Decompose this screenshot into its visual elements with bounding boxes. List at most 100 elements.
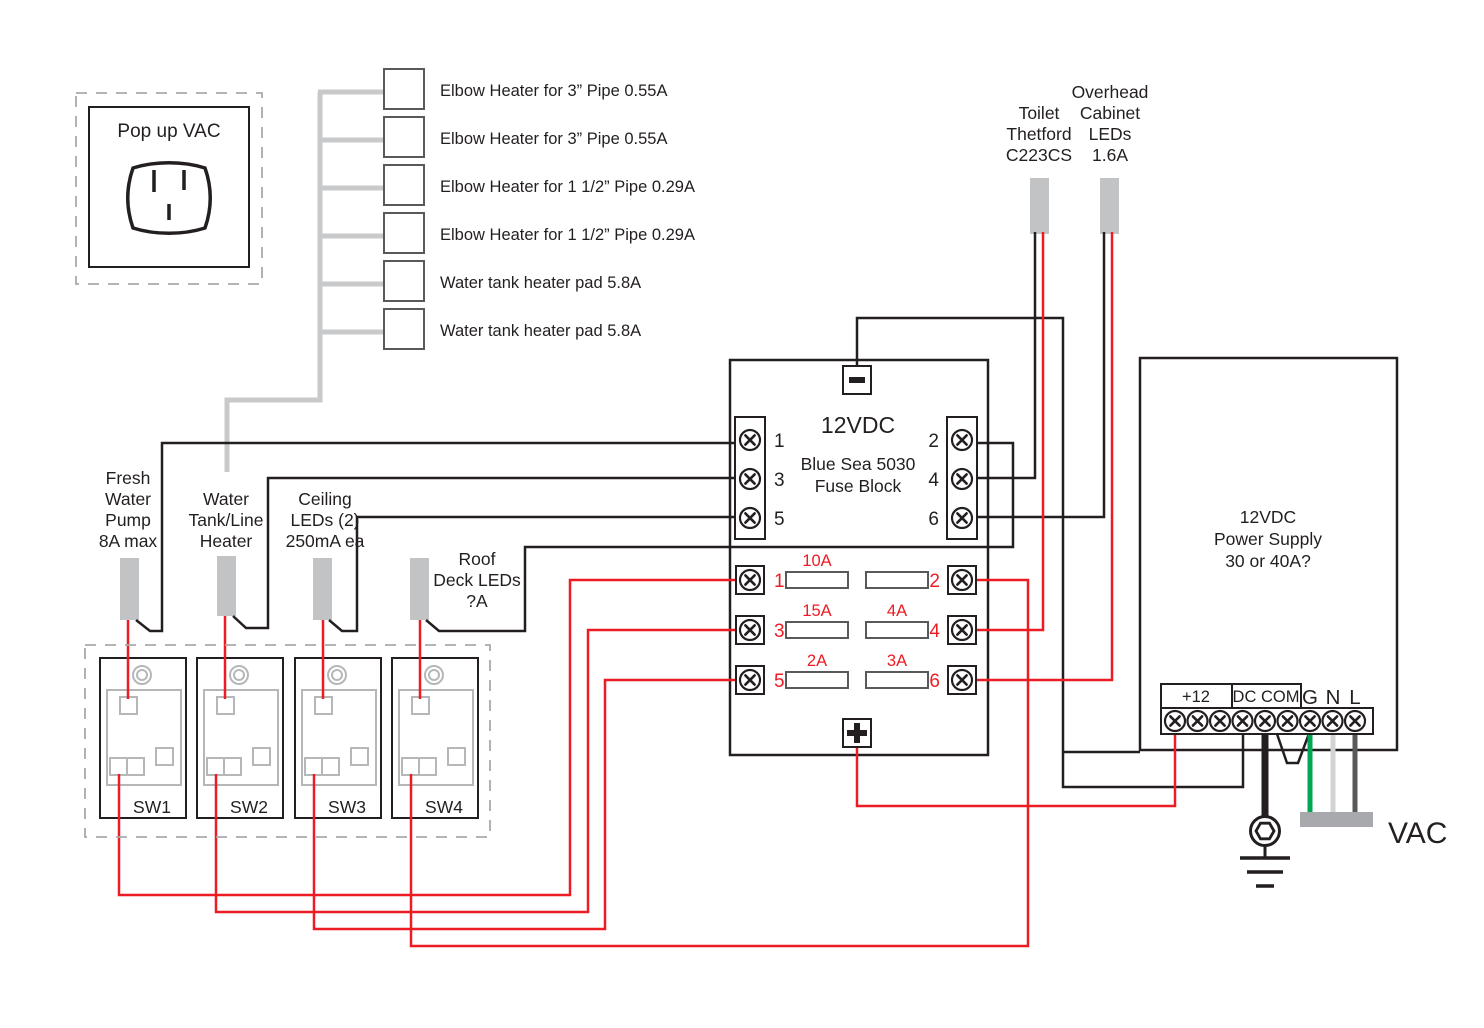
neg-terminal-1-label: 1: [774, 431, 785, 452]
wire-overhead-positive: [972, 232, 1114, 682]
wire-bonding-jumper: [1274, 730, 1312, 765]
neg-terminal-4-label: 4: [928, 470, 939, 491]
sw2-bottom-terminal-b: [223, 757, 242, 776]
switch-panel-group: SW1 SW2 SW3: [99, 657, 479, 819]
ground-icon: [1240, 845, 1290, 888]
heater-label-2: Elbow Heater for 3” Pipe 0.55A: [440, 130, 667, 148]
supply-output-wires: VAC: [1240, 730, 1447, 888]
screw-terminal-icon: [1208, 709, 1232, 733]
heater-label-3: Elbow Heater for 1 1/2” Pipe 0.29A: [440, 178, 695, 196]
ceiling-label-2: LEDs (2): [290, 510, 359, 530]
screw-terminal-icon: [1163, 709, 1187, 733]
sw2-indicator-icon: [229, 665, 249, 685]
wire-sw3-to-fuse5: [312, 678, 740, 931]
fuse-block-title: 12VDC: [821, 412, 895, 438]
heater-label-4: Elbow Heater for 1 1/2” Pipe 0.29A: [440, 226, 695, 244]
wire-sw4-to-fuse2: [409, 578, 1030, 948]
pump-label-4: 8A max: [99, 531, 158, 551]
sw3-bottom-terminal-b: [321, 757, 340, 776]
sw4-box: [391, 657, 479, 819]
water-heater-label-3: Heater: [200, 531, 253, 551]
popup-vac-group: Pop up VAC: [75, 92, 263, 285]
fuse-block-group: 12VDC Blue Sea 5030 Fuse Block: [728, 358, 990, 757]
water-heater-label-2: Tank/Line: [189, 510, 264, 530]
pump-label-3: Pump: [105, 510, 151, 530]
fuse-1: [785, 571, 849, 589]
screw-terminal-icon: [738, 428, 762, 452]
pos-terminal-1-label: 1: [774, 571, 785, 592]
sw4-indicator-inner-icon: [428, 669, 440, 681]
wire-toilet-negative: [972, 232, 1037, 480]
fuse-1-rating: 10A: [802, 552, 831, 570]
sw3-label: SW3: [328, 797, 366, 817]
screw-terminal-icon: [738, 467, 762, 491]
wire-sw1-to-fuse1: [117, 578, 740, 897]
sw4-inner-frame: [398, 689, 474, 786]
sw2-side-terminal: [252, 747, 271, 766]
screw-terminal-icon: [1343, 709, 1367, 733]
sw1-inner-frame: [106, 689, 182, 786]
screw-terminal-icon: [950, 568, 974, 592]
plus-icon: [847, 723, 867, 743]
screw-terminal-icon: [738, 506, 762, 530]
power-supply-terminal-strip: +12 DC COM G N L: [1160, 683, 1374, 735]
fuse-2: [865, 571, 929, 589]
heater-box-3: [383, 164, 425, 206]
wire-toilet-positive: [972, 232, 1045, 632]
sw2-indicator-inner-icon: [233, 669, 245, 681]
overhead-label-1: Overhead: [1072, 82, 1149, 102]
overhead-label-2: Cabinet: [1080, 103, 1140, 123]
screw-terminal-icon: [1321, 709, 1344, 733]
fuse-4-rating: 4A: [887, 602, 907, 620]
l-terminal-label: L: [1349, 686, 1360, 709]
roof-label-2: Deck LEDs: [433, 570, 521, 590]
g-terminal-label: G: [1302, 686, 1318, 709]
sw2-box: [196, 657, 284, 819]
roof-connector: [410, 558, 429, 620]
popup-vac-dashed-box: [75, 92, 263, 285]
wire-water-heater-negative: [232, 476, 740, 630]
ceiling-leds-load-group: Ceiling LEDs (2) 250mA ea: [286, 489, 365, 620]
sw1-side-terminal: [155, 747, 174, 766]
pos-terminal-4-label: 4: [929, 621, 940, 642]
screw-terminal-icon: [950, 506, 974, 530]
switch-sw3[interactable]: SW3: [294, 657, 382, 819]
screw-terminal-icon: [738, 568, 762, 592]
water-heater-connector: [217, 556, 236, 616]
n-terminal-label: N: [1326, 686, 1341, 709]
roof-label-1: Roof: [459, 549, 496, 569]
water-heater-load-group: Water Tank/Line Heater: [189, 489, 264, 616]
power-supply-label-1: 12VDC: [1240, 507, 1296, 527]
switch-sw2[interactable]: SW2: [196, 657, 284, 819]
outlet-icon: [126, 161, 212, 235]
heater-label-1: Elbow Heater for 3” Pipe 0.55A: [440, 82, 667, 100]
screw-terminal-icon: [1186, 709, 1209, 733]
switch-sw1[interactable]: SW1: [99, 657, 187, 819]
screw-terminal-icon: [950, 467, 974, 491]
dccom-label-box: [1231, 683, 1302, 709]
neg-terminal-5-label: 5: [774, 509, 785, 530]
pump-load-group: Fresh Water Pump 8A max: [99, 468, 158, 620]
pump-connector: [120, 558, 139, 620]
sw3-inner-frame: [301, 689, 377, 786]
sw2-label: SW2: [230, 797, 268, 817]
sw4-label: SW4: [425, 797, 463, 817]
fuse-block-box: [728, 358, 990, 757]
ceiling-label-3: 250mA ea: [286, 531, 365, 551]
pump-label-2: Water: [105, 489, 151, 509]
screw-terminal-icon: [1276, 709, 1299, 733]
fuse-3-rating: 15A: [802, 602, 831, 620]
dccom-label: DC COM: [1233, 688, 1300, 706]
overhead-label-3: LEDs: [1089, 124, 1132, 144]
wire-roof-negative: [425, 441, 1015, 633]
screw-terminal-icon: [1298, 709, 1322, 733]
screw-terminal-icon: [950, 668, 974, 692]
wire-overhead-negative: [972, 232, 1106, 519]
sw3-side-terminal: [350, 747, 369, 766]
sw1-label: SW1: [133, 797, 171, 817]
pos-terminal-3-label: 3: [774, 621, 785, 642]
heater-label-6: Water tank heater pad 5.8A: [440, 322, 641, 340]
switch-sw4[interactable]: SW4: [391, 657, 479, 819]
bolt-icon: [1249, 815, 1281, 847]
